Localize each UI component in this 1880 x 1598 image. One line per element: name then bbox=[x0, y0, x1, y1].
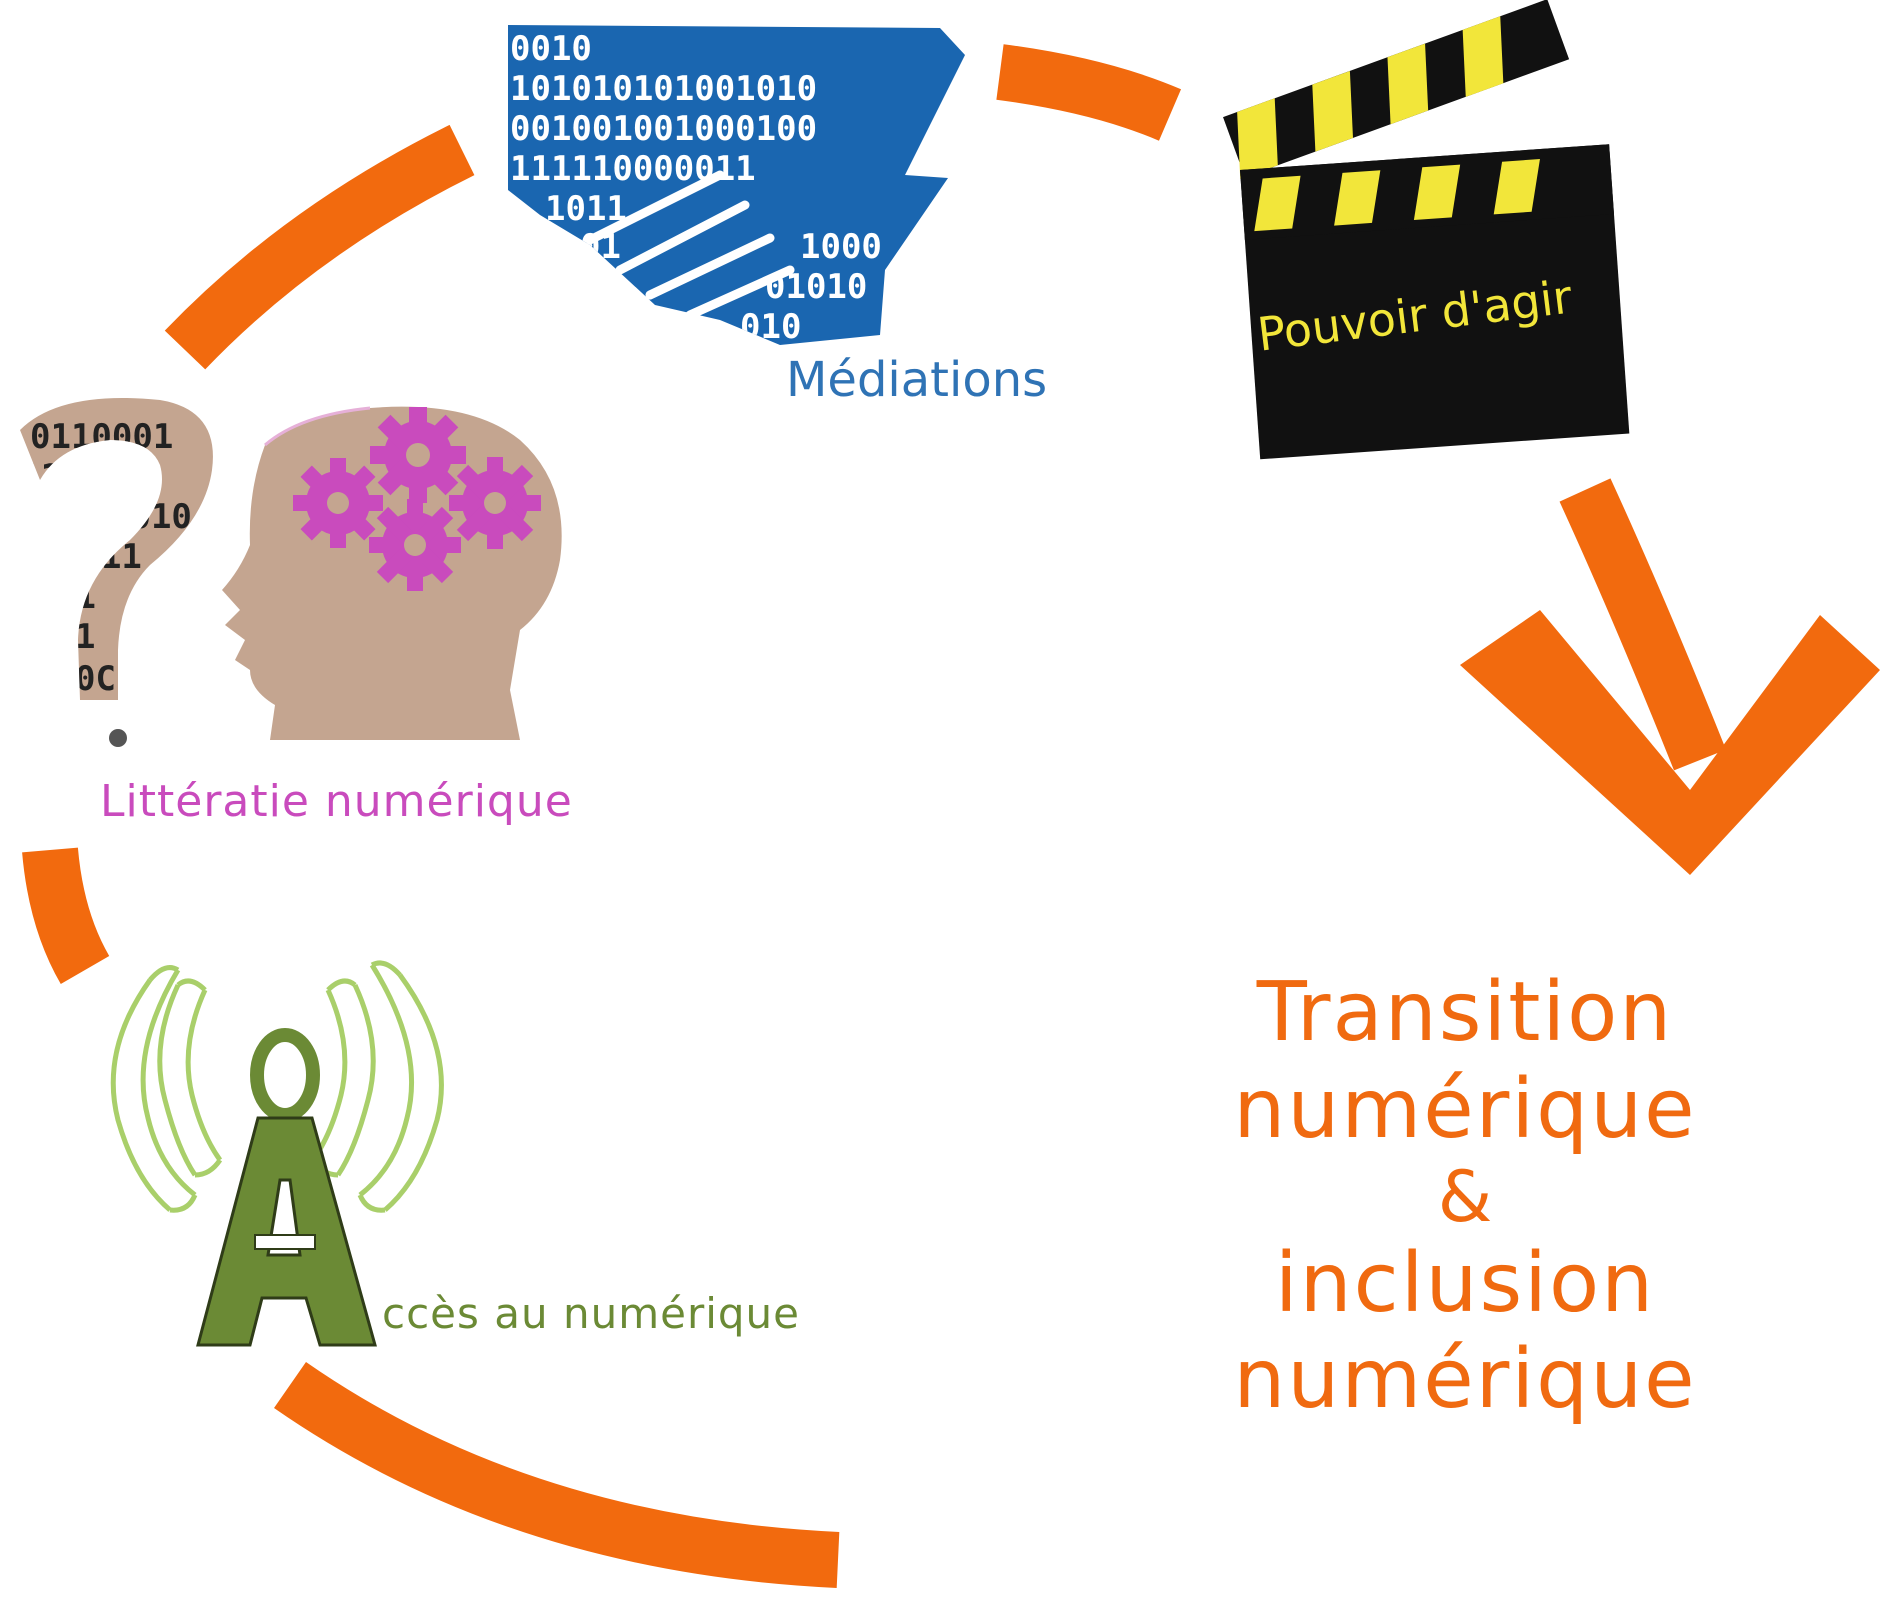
binary-line: 0010 bbox=[510, 29, 592, 69]
binary-line: 1 bbox=[75, 617, 95, 657]
title-inclusion: inclusion numérique bbox=[1233, 1235, 1697, 1428]
question-dot bbox=[109, 729, 127, 747]
binary-question-mark-icon bbox=[20, 398, 213, 700]
arrow-head bbox=[1460, 610, 1880, 875]
arc-segment-top bbox=[996, 44, 1182, 141]
antenna-ring bbox=[250, 1028, 320, 1122]
title-ampersand: & bbox=[1437, 1155, 1493, 1238]
binary-line: 001001001000100 bbox=[510, 109, 817, 149]
binary-line: 0C bbox=[75, 659, 116, 699]
title-transition: Transition numérique bbox=[1233, 965, 1697, 1157]
gears-icon bbox=[293, 407, 541, 591]
mediations-label: Médiations bbox=[786, 352, 1048, 408]
binary-line: 1000 bbox=[800, 227, 882, 267]
binary-line: 101010101001010 bbox=[510, 69, 817, 109]
central-title: Transition numérique & inclusion numériq… bbox=[1055, 965, 1875, 1429]
digital-literacy-label: Littératie numérique bbox=[100, 776, 573, 827]
arc-segment-left bbox=[22, 847, 110, 985]
arc-segment-upper-left bbox=[164, 124, 475, 370]
arc-segment-bottom bbox=[274, 1362, 840, 1588]
binary-line: 1011 bbox=[545, 189, 627, 229]
digital-access-label: ccès au numérique bbox=[382, 1289, 801, 1338]
antenna-tower bbox=[196, 1116, 377, 1347]
arc-segment-right bbox=[1559, 478, 1726, 771]
